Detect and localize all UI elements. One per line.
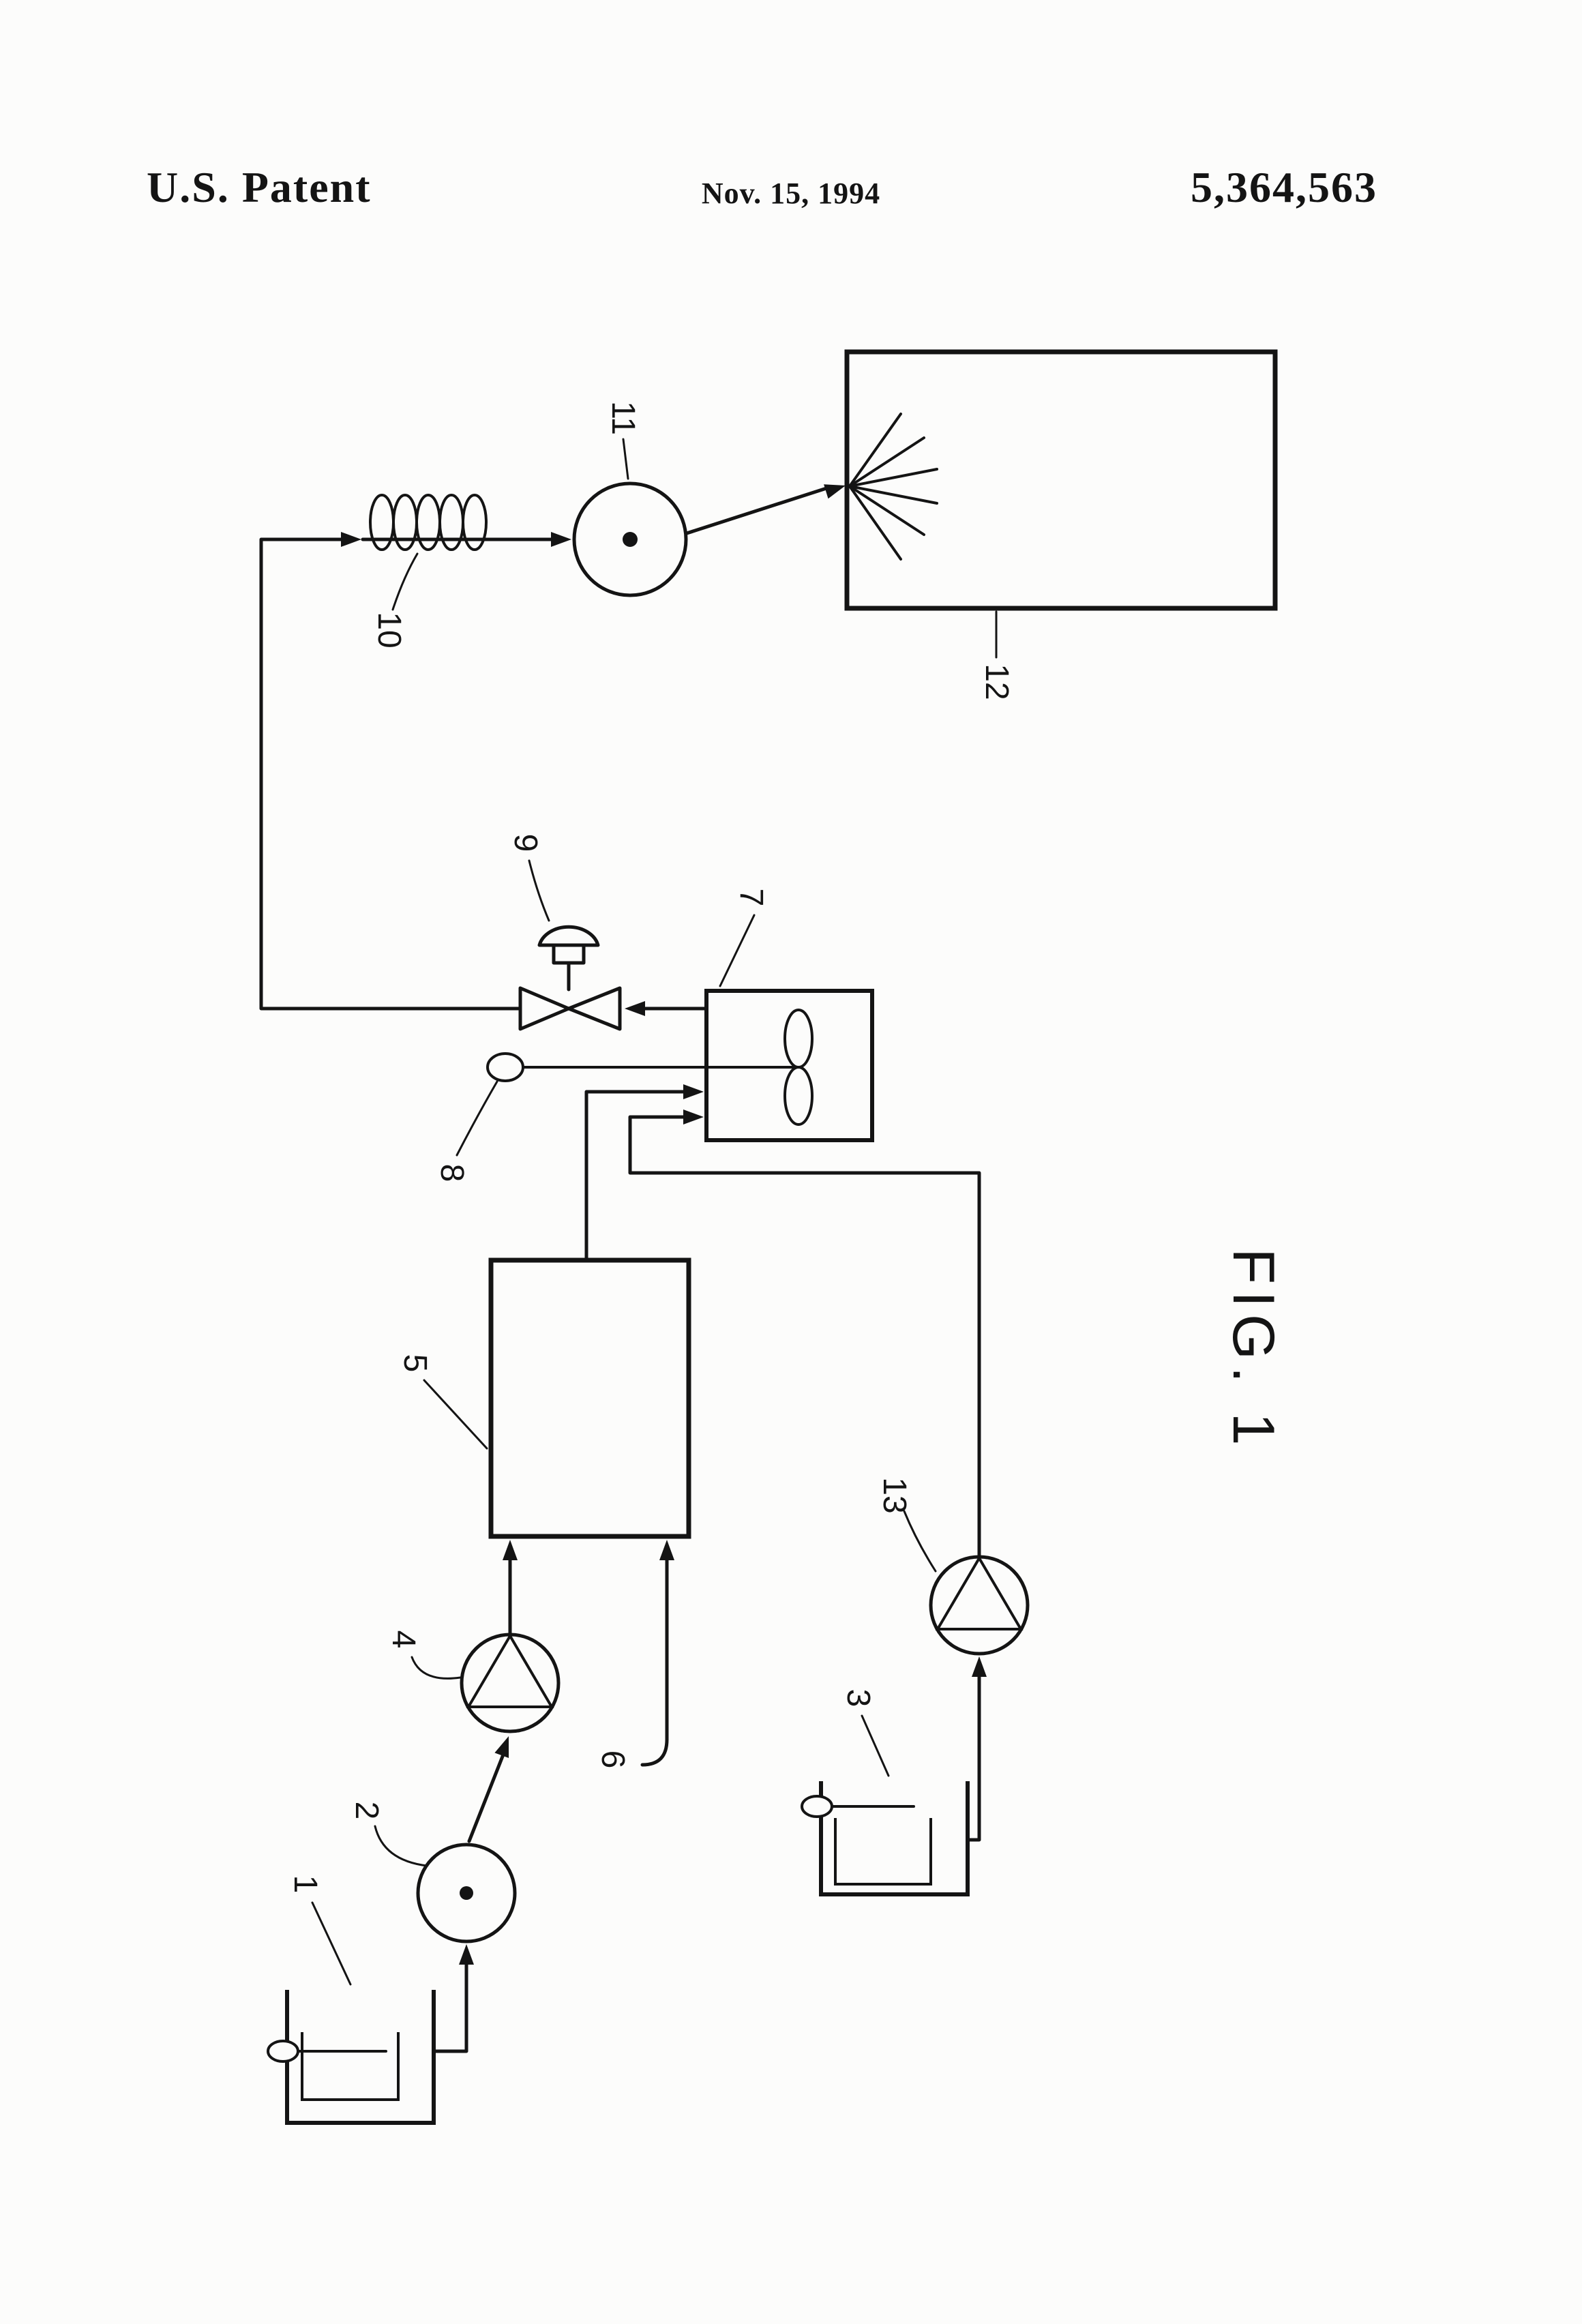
ref-numeral-2: 2 [348, 1801, 385, 1820]
control-valve [518, 925, 622, 1031]
leader-lines [311, 438, 998, 1986]
patent-header-date: Nov. 15, 1994 [701, 177, 881, 210]
figure-caption: FIG. 1 [1221, 1248, 1286, 1452]
tank-outer-wall [285, 1990, 436, 2125]
leader-10 [391, 552, 419, 611]
pump-body [929, 1555, 1030, 1656]
arrow-into-valve [625, 1001, 645, 1016]
spray-jet [848, 468, 938, 488]
spray-jet [848, 413, 902, 488]
pump-2 [416, 1843, 517, 1943]
pipe-valve-to-coil [259, 537, 522, 1011]
pump-body [460, 1633, 561, 1733]
leader-5 [423, 1379, 488, 1450]
leader-3 [861, 1714, 890, 1777]
feed-tank-3 [801, 1781, 970, 1896]
pump-triangle [935, 1555, 1024, 1630]
tank-inner-beaker [834, 1818, 932, 1886]
ref-numeral-3: 3 [840, 1688, 876, 1708]
heating-coil [369, 494, 488, 551]
coil-loop [369, 494, 395, 551]
leader-1 [311, 1901, 352, 1986]
tank-outer-wall [819, 1781, 970, 1896]
pipe-vessel1-to-pump2 [432, 1961, 468, 2053]
feed-tank-1 [267, 1990, 436, 2125]
ref-numeral-5: 5 [397, 1354, 433, 1373]
spray-jet [848, 485, 938, 505]
pump-13 [929, 1555, 1030, 1656]
valve-right-wedge [567, 986, 622, 1031]
arrow-into-box5-left [503, 1540, 518, 1560]
stirrer-propeller [783, 1009, 814, 1126]
coil-loop [438, 494, 464, 551]
ref-numeral-12: 12 [979, 664, 1015, 700]
ref-numeral-10: 10 [371, 612, 407, 649]
leader-4 [411, 1656, 462, 1680]
pipe-pump13-to-vessel7 [628, 1115, 981, 1559]
ref-numeral-8: 8 [434, 1163, 470, 1182]
ref-numeral-6: 6 [595, 1750, 631, 1769]
spray-jet [848, 485, 925, 536]
leader-11 [622, 438, 629, 480]
leader-2 [374, 1825, 428, 1867]
pump-4 [460, 1633, 561, 1733]
coil-loop [415, 494, 441, 551]
valve-left-wedge [518, 986, 571, 1031]
flow-arrowheads [341, 484, 987, 1965]
pump-hub-dot [623, 532, 638, 547]
ref-numeral-1: 1 [287, 1875, 323, 1894]
arrow-into-pump2 [459, 1944, 474, 1965]
leader-13 [903, 1510, 937, 1573]
propeller-blade-top [783, 1009, 814, 1069]
leader-7 [719, 914, 756, 987]
arrow-into-coil [341, 532, 361, 547]
tank-inner-beaker [301, 2032, 400, 2101]
leader-9 [528, 859, 550, 922]
arrow-into-vessel7-lower [683, 1109, 704, 1124]
pipe-box5-to-vessel7 [584, 1090, 687, 1262]
mixing-vessel [704, 989, 874, 1142]
arrow-into-box5-right [659, 1540, 674, 1560]
ref-numeral-4: 4 [385, 1630, 421, 1649]
arrow-into-pump13 [972, 1656, 987, 1677]
actuator-base [552, 943, 586, 965]
reactor-box [488, 1257, 691, 1539]
pump-hub-dot [460, 1886, 473, 1900]
coil-loop [462, 494, 488, 551]
stirrer-motor-oval [267, 2040, 299, 2063]
arrow-into-pump4 [494, 1736, 509, 1758]
spray-jet [848, 436, 925, 488]
pipe-feed6-hook [640, 1738, 669, 1767]
ref-numeral-13: 13 [876, 1477, 912, 1514]
actuator-dome [537, 925, 600, 947]
pipe-pump2-to-pump4 [467, 1749, 507, 1843]
arrow-into-vessel7-upper [683, 1084, 704, 1099]
pump-11 [572, 481, 688, 597]
ref-numeral-11: 11 [605, 401, 641, 435]
stirrer-motor-oval [801, 1795, 833, 1818]
spray-nozzle-fan [848, 413, 938, 561]
ref-numeral-9: 9 [507, 833, 543, 852]
spray-chamber [844, 349, 1278, 611]
pipe-vessel3-to-pump13 [966, 1673, 981, 1842]
propeller-blade-bottom [783, 1066, 814, 1126]
arrow-into-chamber [824, 484, 846, 499]
arrow-into-pump11 [551, 532, 571, 547]
stirrer-motor-oval [486, 1052, 524, 1082]
coil-loop [392, 494, 418, 551]
pipe-pump11-to-chamber [683, 486, 829, 536]
pump-triangle [466, 1633, 554, 1708]
leader-8 [456, 1080, 498, 1157]
spray-jet [848, 485, 902, 561]
ref-numeral-7: 7 [733, 888, 769, 907]
patent-header-number: 5,364,563 [1191, 163, 1377, 211]
patent-header-title: U.S. Patent [147, 163, 372, 211]
